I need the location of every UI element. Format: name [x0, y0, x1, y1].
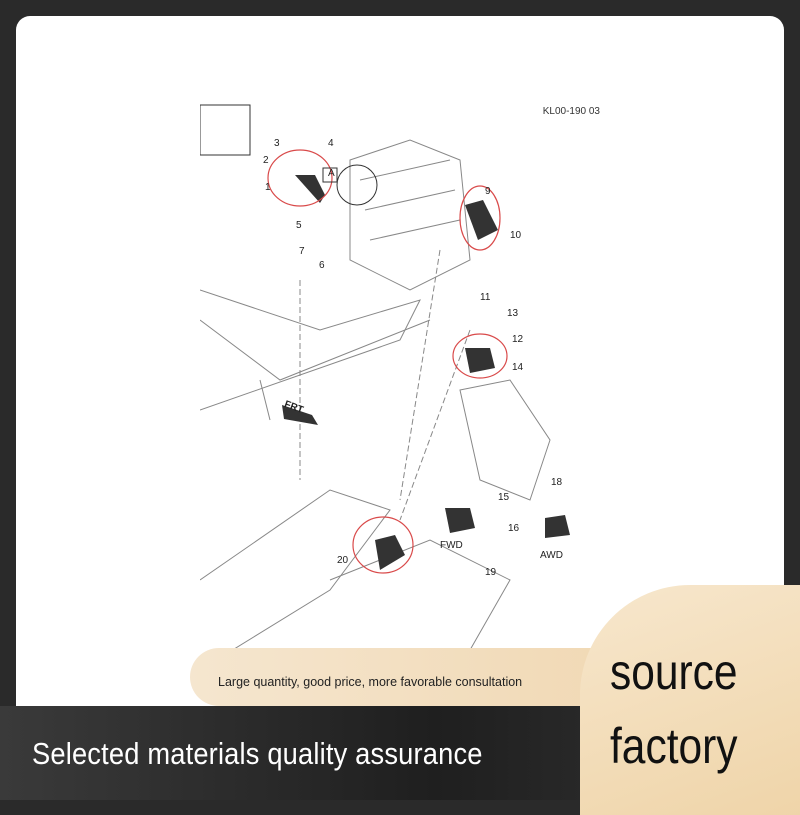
highlight-circle-20: [352, 516, 414, 574]
consultation-banner: Large quantity, good price, more favorab…: [190, 648, 610, 706]
callout-19: 19: [485, 567, 497, 578]
callout-1: 1: [265, 182, 271, 193]
fwd-label: FWD: [440, 540, 463, 551]
callout-10: 10: [510, 230, 522, 241]
mount-part-12: [465, 348, 495, 373]
awd-label: AWD: [540, 550, 563, 561]
callout-12: 12: [512, 334, 524, 345]
callout-4: 4: [328, 138, 334, 149]
detail-marker-box: [322, 167, 338, 183]
callout-5: 5: [296, 220, 302, 231]
source-factory-panel: source factory: [580, 585, 800, 815]
frt-arrow: [282, 405, 318, 425]
engine-mount-diagram: KL00-190 03 A 1 2 3 4 5 6 7 9 10 11 12 1…: [200, 100, 600, 660]
consultation-text: Large quantity, good price, more favorab…: [218, 675, 523, 689]
highlight-circle-12: [452, 333, 508, 379]
mount-part-9: [465, 200, 498, 240]
highlight-circle-1: [267, 149, 333, 207]
quality-strip: Selected materials quality assurance: [0, 706, 620, 800]
subframe-lower: [200, 489, 391, 660]
callout-20: 20: [337, 555, 349, 566]
diagram-drawing: [200, 104, 570, 660]
callout-16: 16: [508, 523, 520, 534]
factory-text: factory: [610, 718, 738, 774]
detail-marker-label: A: [328, 168, 335, 179]
callout-14: 14: [512, 362, 524, 373]
callout-13: 13: [507, 308, 519, 319]
highlight-circle-9: [459, 185, 501, 251]
callout-2: 2: [263, 155, 269, 166]
detail-circle: [336, 164, 378, 206]
source-text: source: [610, 644, 738, 700]
quality-text: Selected materials quality assurance: [32, 736, 483, 771]
engine-drawing: [349, 139, 471, 291]
transmission-drawing: [459, 379, 551, 501]
mount-part-1: [295, 175, 325, 203]
callout-3: 3: [274, 138, 280, 149]
callout-6: 6: [319, 260, 325, 271]
callout-15: 15: [498, 492, 510, 503]
subframe-upper: [200, 289, 421, 411]
callout-18: 18: [551, 477, 563, 488]
callout-11: 11: [480, 292, 491, 303]
mount-part-15: [445, 508, 475, 533]
inset-image: [200, 104, 251, 156]
diagram-code: KL00-190 03: [542, 106, 600, 117]
callout-9: 9: [485, 186, 491, 197]
callout-7: 7: [299, 246, 305, 257]
mount-part-20: [375, 535, 405, 570]
mount-part-awd: [545, 515, 570, 538]
